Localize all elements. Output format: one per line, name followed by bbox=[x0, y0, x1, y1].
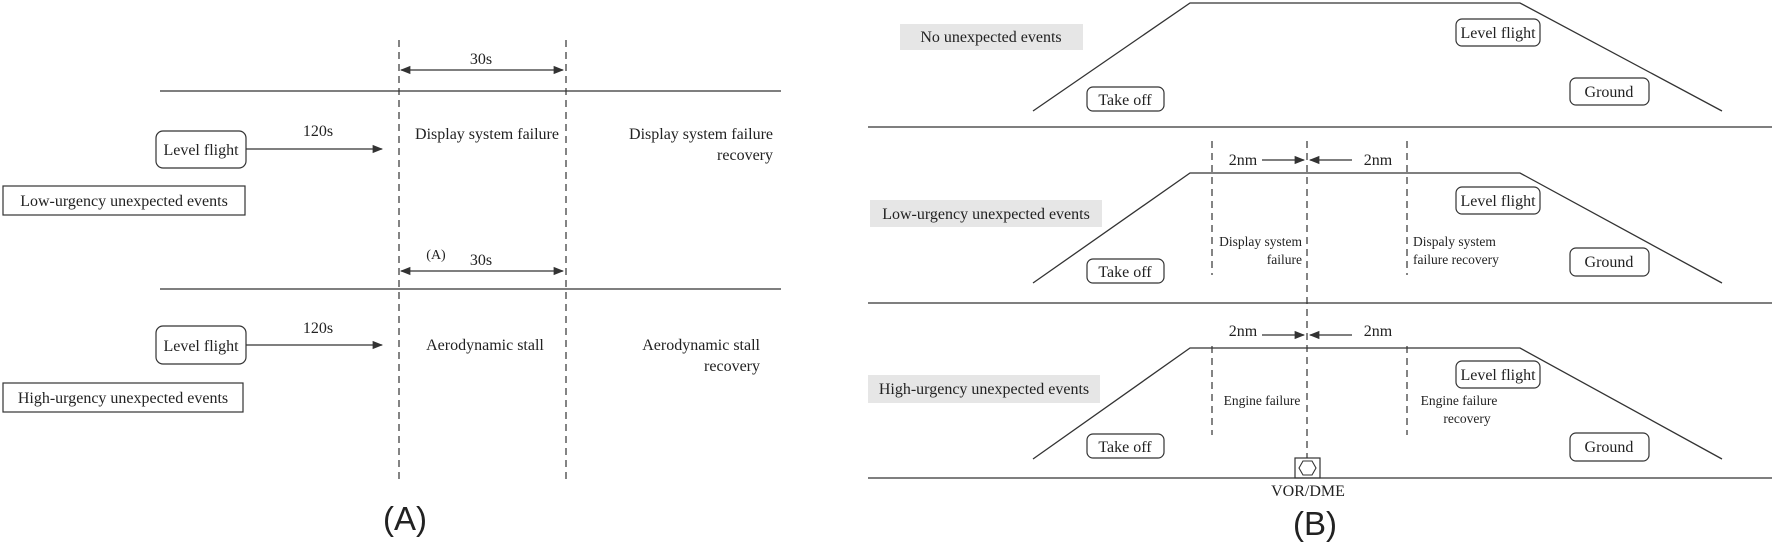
recovery-label: failure recovery bbox=[1413, 252, 1499, 267]
interval-label: 30s bbox=[470, 252, 492, 269]
category-box bbox=[2, 185, 246, 216]
category-highlight bbox=[900, 24, 1083, 50]
category-box bbox=[2, 382, 244, 413]
recovery-label: recovery bbox=[1443, 411, 1490, 426]
event-label: failure bbox=[1267, 252, 1302, 267]
flight-profile bbox=[1032, 2, 1723, 112]
category-label: Low-urgency unexpected events bbox=[882, 206, 1090, 223]
category-label: Low-urgency unexpected events bbox=[20, 193, 228, 210]
low-urgency-row: 2nm 2nm Low-urgency unexpected events Ta… bbox=[868, 152, 1772, 304]
lead-time-label: 120s bbox=[303, 320, 333, 337]
panel-b-caption: (B) bbox=[1293, 505, 1337, 542]
event-label: Engine failure bbox=[1224, 393, 1301, 408]
high-urgency-row: 2nm 2nm High-urgency unexpected events T… bbox=[868, 323, 1772, 500]
marker-label: (A) bbox=[426, 248, 446, 263]
level-flight-label: Level flight bbox=[1460, 193, 1536, 210]
level-flight-label: Level flight bbox=[163, 338, 239, 355]
category-label: High-urgency unexpected events bbox=[18, 390, 228, 407]
panel-a-caption: (A) bbox=[383, 500, 427, 537]
interval-label: 30s bbox=[470, 51, 492, 68]
level-flight-label: Level flight bbox=[1460, 25, 1536, 42]
ground-box bbox=[1569, 247, 1650, 277]
recovery-label: recovery bbox=[717, 147, 773, 164]
event-label: Aerodynamic stall bbox=[426, 337, 544, 354]
panel-b: No unexpected events Take off Level flig… bbox=[868, 2, 1772, 542]
no-events-row: No unexpected events Take off Level flig… bbox=[868, 2, 1772, 128]
level-flight-label: Level flight bbox=[163, 142, 239, 159]
lead-time-label: 120s bbox=[303, 123, 333, 140]
distance-label: 2nm bbox=[1229, 323, 1258, 340]
recovery-label: Engine failure bbox=[1421, 393, 1498, 408]
recovery-label: recovery bbox=[704, 358, 760, 375]
beacon-label: VOR/DME bbox=[1271, 483, 1345, 500]
recovery-label: Display system failure bbox=[629, 126, 773, 143]
takeoff-label: Take off bbox=[1098, 439, 1152, 456]
takeoff-box bbox=[1086, 258, 1165, 284]
level-flight-label: Level flight bbox=[1460, 367, 1536, 384]
ground-box bbox=[1569, 432, 1650, 462]
panel-a: 30s Level flight 120s Display system fai… bbox=[2, 40, 781, 537]
recovery-label: Aerodynamic stall bbox=[642, 337, 760, 354]
level-flight-box bbox=[1455, 186, 1541, 215]
vor-dme-beacon-icon bbox=[1294, 457, 1321, 479]
low-urgency-row: 30s Level flight 120s Display system fai… bbox=[2, 51, 781, 216]
distance-label: 2nm bbox=[1229, 152, 1258, 169]
level-flight-box bbox=[1455, 18, 1541, 47]
category-label: No unexpected events bbox=[920, 29, 1061, 46]
distance-label: 2nm bbox=[1364, 323, 1393, 340]
flight-profile bbox=[1032, 347, 1723, 460]
takeoff-box bbox=[1086, 86, 1165, 112]
distance-label: 2nm bbox=[1364, 152, 1393, 169]
ground-label: Ground bbox=[1585, 84, 1634, 101]
ground-label: Ground bbox=[1585, 439, 1634, 456]
ground-label: Ground bbox=[1585, 254, 1634, 271]
takeoff-label: Take off bbox=[1098, 92, 1152, 109]
event-label: Display system failure bbox=[415, 126, 559, 143]
recovery-label: Dispaly system bbox=[1413, 234, 1496, 249]
takeoff-label: Take off bbox=[1098, 264, 1152, 281]
takeoff-box bbox=[1086, 433, 1165, 459]
high-urgency-row: (A) 30s Level flight 120s Aerodynamic st… bbox=[2, 248, 781, 413]
flight-profile bbox=[1032, 172, 1723, 284]
category-label: High-urgency unexpected events bbox=[879, 381, 1089, 398]
level-flight-box bbox=[1455, 360, 1541, 389]
category-highlight bbox=[870, 200, 1102, 227]
category-highlight bbox=[868, 375, 1100, 403]
ground-box bbox=[1569, 77, 1650, 106]
event-label: Display system bbox=[1219, 234, 1302, 249]
